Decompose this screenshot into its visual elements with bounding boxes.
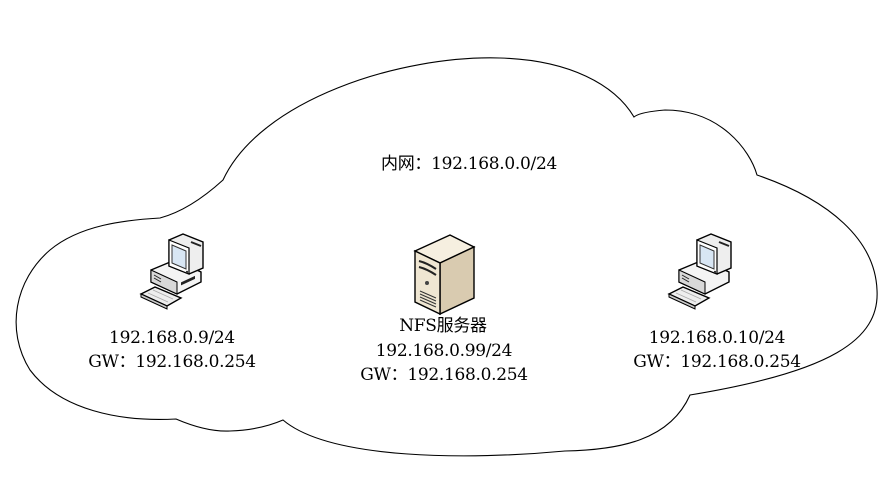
workstation-right-gateway: GW：192.168.0.254	[633, 352, 801, 372]
network-label: 内网：192.168.0.0/24	[381, 154, 557, 174]
desktop-computer-icon	[667, 233, 732, 310]
server-ip: 192.168.0.99/24	[375, 341, 513, 361]
workstation-left-gateway: GW：192.168.0.254	[88, 352, 256, 372]
workstation-right-ip: 192.168.0.10/24	[648, 328, 786, 348]
server-name: NFS服务器	[399, 316, 487, 336]
server-gateway: GW：192.168.0.254	[360, 365, 528, 385]
workstation-left-ip: 192.168.0.9/24	[109, 328, 235, 348]
workstation-icon-right	[667, 233, 732, 310]
server-tower-icon	[413, 234, 476, 316]
desktop-computer-icon	[139, 233, 204, 310]
workstation-icon-left	[139, 233, 204, 310]
server-icon	[413, 234, 476, 316]
